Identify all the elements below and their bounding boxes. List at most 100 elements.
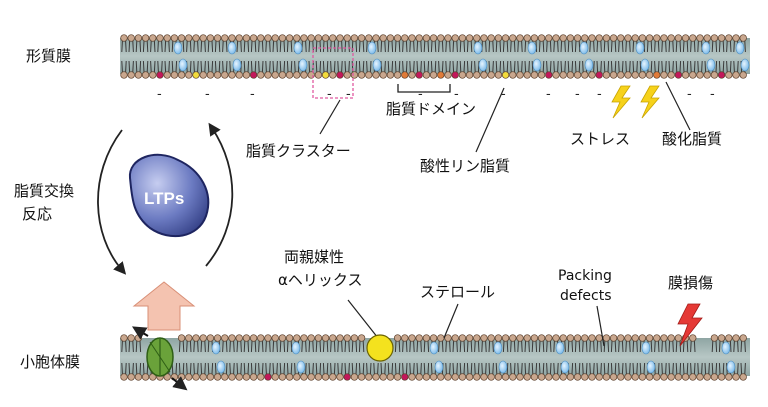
lipid-head xyxy=(192,71,200,79)
lipid-head xyxy=(408,71,416,79)
lipid-tail xyxy=(423,362,430,375)
lipid-head xyxy=(149,71,157,79)
lipid-tail xyxy=(229,362,235,375)
lipid-head xyxy=(185,71,193,79)
lipid-tail xyxy=(459,340,466,353)
lipid-head xyxy=(653,71,661,79)
lipid-head xyxy=(451,373,459,381)
lipid-tail xyxy=(618,362,624,375)
sterol-molecule xyxy=(478,58,488,72)
lipid-head xyxy=(177,334,186,342)
amphipathic-helix xyxy=(366,334,394,362)
lipid-tail xyxy=(186,362,192,375)
lipid-tail xyxy=(488,40,494,53)
lipid-tail xyxy=(466,362,473,375)
lipid-head xyxy=(437,334,445,342)
lipid-head xyxy=(501,71,510,79)
lipid-head xyxy=(523,34,531,42)
lipid-head xyxy=(285,373,294,381)
lipid-tail xyxy=(315,60,322,73)
lipid-tail xyxy=(517,40,523,53)
lipid-head xyxy=(480,34,488,42)
lipid-head xyxy=(667,334,675,342)
lipid-tail xyxy=(726,40,732,53)
sterol-molecule xyxy=(493,341,503,355)
lipid-head xyxy=(235,71,243,79)
lipid-head xyxy=(509,71,517,79)
lipid-head xyxy=(509,34,517,42)
lipid-head xyxy=(516,71,524,79)
lipid-head xyxy=(228,71,236,79)
lipid-tail xyxy=(538,362,545,375)
lipid-head xyxy=(559,34,567,42)
lipid-tail xyxy=(567,340,574,353)
lipid-head xyxy=(689,334,697,342)
lipid-tail xyxy=(135,40,142,53)
lipid-head xyxy=(242,373,251,381)
lipid-tail xyxy=(596,60,602,73)
lipid-tail xyxy=(574,362,581,375)
lipid-head xyxy=(199,334,207,342)
ltp-protein-blob xyxy=(128,153,210,238)
lipid-head xyxy=(689,373,697,381)
lipid-head xyxy=(285,334,294,342)
lipid-tail xyxy=(193,362,199,375)
lipid-head xyxy=(501,373,510,381)
lipid-tail xyxy=(222,60,228,73)
lipid-head xyxy=(401,34,409,42)
lipid-tail xyxy=(553,60,559,73)
lipid-tail xyxy=(423,40,430,53)
lipid-tail xyxy=(682,40,689,53)
lipid-head xyxy=(149,34,157,42)
sterol-molecule xyxy=(532,58,542,72)
lipid-tail xyxy=(315,362,322,375)
lipid-tail xyxy=(668,40,674,53)
lipid-head xyxy=(653,373,661,381)
lipid-tail xyxy=(438,60,444,73)
lipid-head xyxy=(408,334,416,342)
lipid-tail xyxy=(524,362,530,375)
lipid-head xyxy=(177,71,186,79)
lipid-tail xyxy=(625,60,631,73)
lipid-tail xyxy=(459,362,466,375)
lipid-head xyxy=(401,71,409,79)
sterol-molecule xyxy=(367,41,377,55)
lipid-head xyxy=(372,373,380,381)
lipid-tail xyxy=(351,40,358,53)
lipid-tail xyxy=(654,60,660,73)
lipid-head xyxy=(134,34,143,42)
lipid-head xyxy=(343,373,351,381)
lipid-tail xyxy=(502,340,509,353)
lipid-head xyxy=(667,71,675,79)
stress-lightning-icon xyxy=(640,85,660,119)
lipid-head xyxy=(444,71,452,79)
lipid-domain-bracket xyxy=(397,84,451,93)
lipid-tail xyxy=(243,340,250,353)
lipid-tail xyxy=(214,60,221,73)
lipid-tail xyxy=(445,40,451,53)
lipid-head xyxy=(681,34,690,42)
transfer-arrow xyxy=(132,281,196,331)
lipid-tail xyxy=(387,60,394,73)
lipid-tail xyxy=(524,340,530,353)
lipid-head xyxy=(177,373,186,381)
lipid-tail xyxy=(618,60,624,73)
sterol-label: ステロール xyxy=(420,283,495,301)
lipid-head xyxy=(465,334,474,342)
plasma-membrane: -------------- xyxy=(120,34,750,102)
lipid-tail xyxy=(740,340,746,353)
lipid-head xyxy=(192,334,200,342)
lipid-head xyxy=(653,34,661,42)
lipid-head xyxy=(170,71,179,79)
lipid-tail xyxy=(279,362,286,375)
lipid-domain-label: 脂質ドメイン xyxy=(386,100,476,118)
lipid-tail xyxy=(682,340,689,353)
stress-label: ストレス xyxy=(570,130,630,148)
lipid-head xyxy=(602,71,611,79)
oxidized-lipid-pointer xyxy=(665,81,691,131)
lipid-head xyxy=(545,373,553,381)
lipid-head xyxy=(595,334,603,342)
lipid-head xyxy=(235,34,243,42)
lipid-head xyxy=(321,373,330,381)
lipid-tail xyxy=(589,40,595,53)
